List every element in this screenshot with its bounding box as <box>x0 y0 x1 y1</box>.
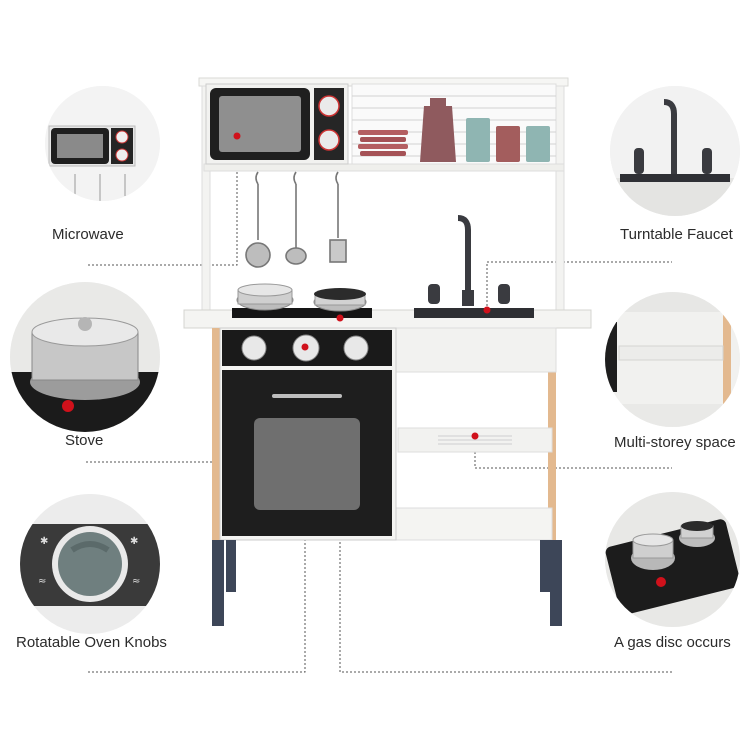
gas-disc-detail-circle <box>605 492 740 627</box>
stove-label: Stove <box>65 432 104 449</box>
marker-dot <box>301 343 309 351</box>
stove-top <box>232 308 372 318</box>
leg-foot <box>212 540 224 626</box>
marker-dot <box>471 432 479 440</box>
oven-knobs <box>241 334 369 362</box>
hanging-utensils <box>245 171 347 268</box>
microwave-label: Microwave <box>52 226 124 243</box>
knobs-label: Rotatable Oven Knobs <box>16 634 167 651</box>
stove-detail-circle <box>10 282 160 432</box>
wood-leg <box>212 328 220 570</box>
bottom-shelf <box>395 507 553 541</box>
faucet-label: Turntable Faucet <box>620 226 733 243</box>
svg-text:✱: ✱ <box>40 536 48 547</box>
pots <box>236 283 367 312</box>
marker-dot <box>233 132 241 140</box>
svg-text:≈: ≈ <box>38 576 46 587</box>
faucet-detail-circle <box>610 86 740 216</box>
microwave-detail-circle <box>45 86 160 201</box>
microwave-knob <box>318 95 340 117</box>
marker-dot <box>336 314 344 322</box>
knobs-detail-circle: ✱ ≈ ✱ ≈ <box>20 494 160 634</box>
microwave-knob <box>318 129 340 151</box>
storage-detail-circle <box>605 292 740 427</box>
drawer-front <box>395 327 557 373</box>
oven-window <box>254 418 360 510</box>
svg-text:≈: ≈ <box>132 576 140 587</box>
kitchen-decor <box>358 98 550 162</box>
oven-handle <box>272 394 342 398</box>
storage-label: Multi-storey space <box>614 434 736 451</box>
gas-disc-label: A gas disc occurs <box>614 634 731 651</box>
sink-and-faucet <box>414 215 534 318</box>
svg-text:✱: ✱ <box>130 536 138 547</box>
marker-dot <box>483 306 491 314</box>
upper-cabinet <box>198 77 569 317</box>
